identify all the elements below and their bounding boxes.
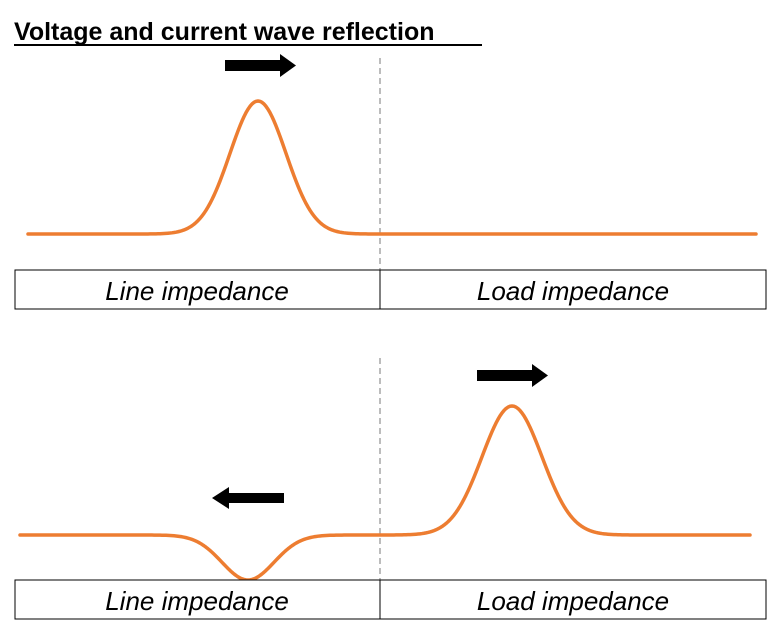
load-impedance-label: Load impedance xyxy=(477,586,669,616)
load-impedance-box xyxy=(379,579,767,620)
line-impedance-label: Line impedance xyxy=(105,586,289,616)
panel-incident: Line impedance Load impedance xyxy=(14,54,767,310)
line-impedance-box xyxy=(14,579,381,620)
incident-wave-trace xyxy=(26,99,758,236)
load-impedance-label: Load impedance xyxy=(477,276,669,306)
load-impedance-box xyxy=(379,269,767,310)
line-impedance-label: Line impedance xyxy=(105,276,289,306)
reflected-transmitted-wave-trace xyxy=(18,404,752,582)
transmitted-arrow-icon xyxy=(477,364,548,387)
incident-arrow-icon xyxy=(225,54,296,77)
panel-reflected-transmitted: Line impedance Load impedance xyxy=(14,358,767,620)
diagram-title: Voltage and current wave reflection xyxy=(14,18,434,46)
reflected-arrow-icon xyxy=(212,487,284,509)
